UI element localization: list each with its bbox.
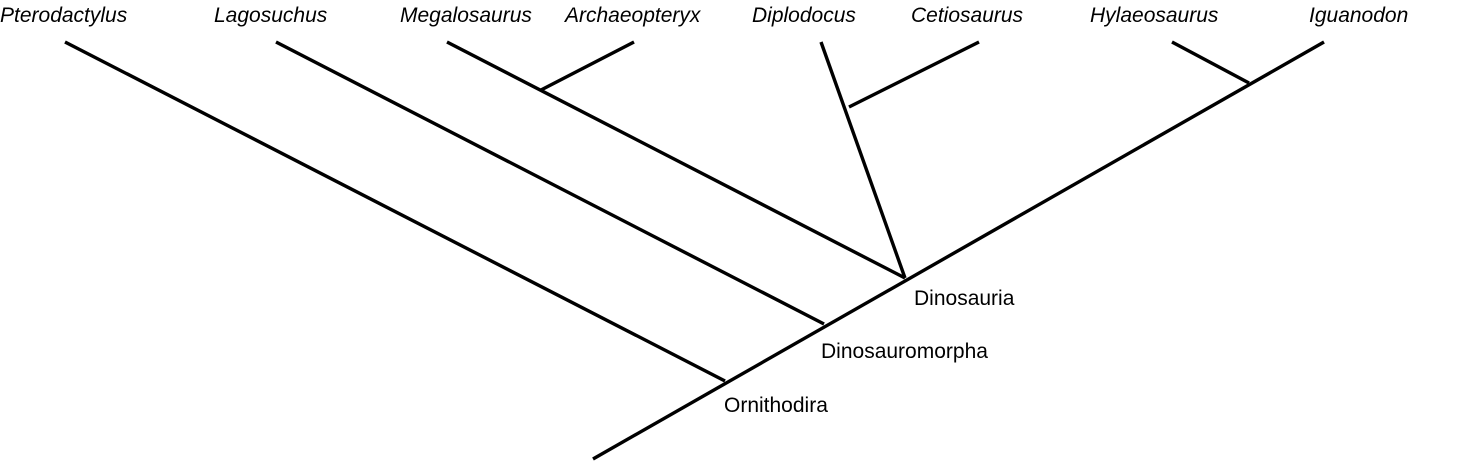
taxon-label-lagosuchus: Lagosuchus: [214, 4, 328, 27]
taxon-label-hylaeosaurus: Hylaeosaurus: [1090, 4, 1219, 27]
branch-archaeopteryx: [540, 40, 635, 92]
branch-cetiosaurus: [848, 40, 980, 109]
taxon-label-archaeopteryx: Archaeopteryx: [563, 4, 702, 27]
taxon-label-cetiosaurus: Cetiosaurus: [911, 4, 1024, 27]
branch-lagosuchus: [275, 40, 825, 326]
clade-label-ornithodira: Ornithodira: [724, 394, 828, 417]
taxon-label-megalosaurus: Megalosaurus: [400, 4, 532, 27]
taxon-label-iguanodon: Iguanodon: [1309, 4, 1408, 27]
taxon-label-pterodactylus: Pterodactylus: [0, 4, 128, 27]
taxon-label-diplodocus: Diplodocus: [752, 4, 856, 27]
branch-pterodactylus: [64, 40, 726, 383]
branch-megalosaurus: [446, 40, 906, 280]
clade-label-dinosauromorpha: Dinosauromorpha: [821, 340, 988, 363]
branch-trunk: [592, 40, 1325, 461]
branch-hylaeosaurus: [1171, 40, 1250, 85]
branch-diplodocus: [819, 41, 907, 279]
clade-label-dinosauria: Dinosauria: [914, 287, 1015, 310]
